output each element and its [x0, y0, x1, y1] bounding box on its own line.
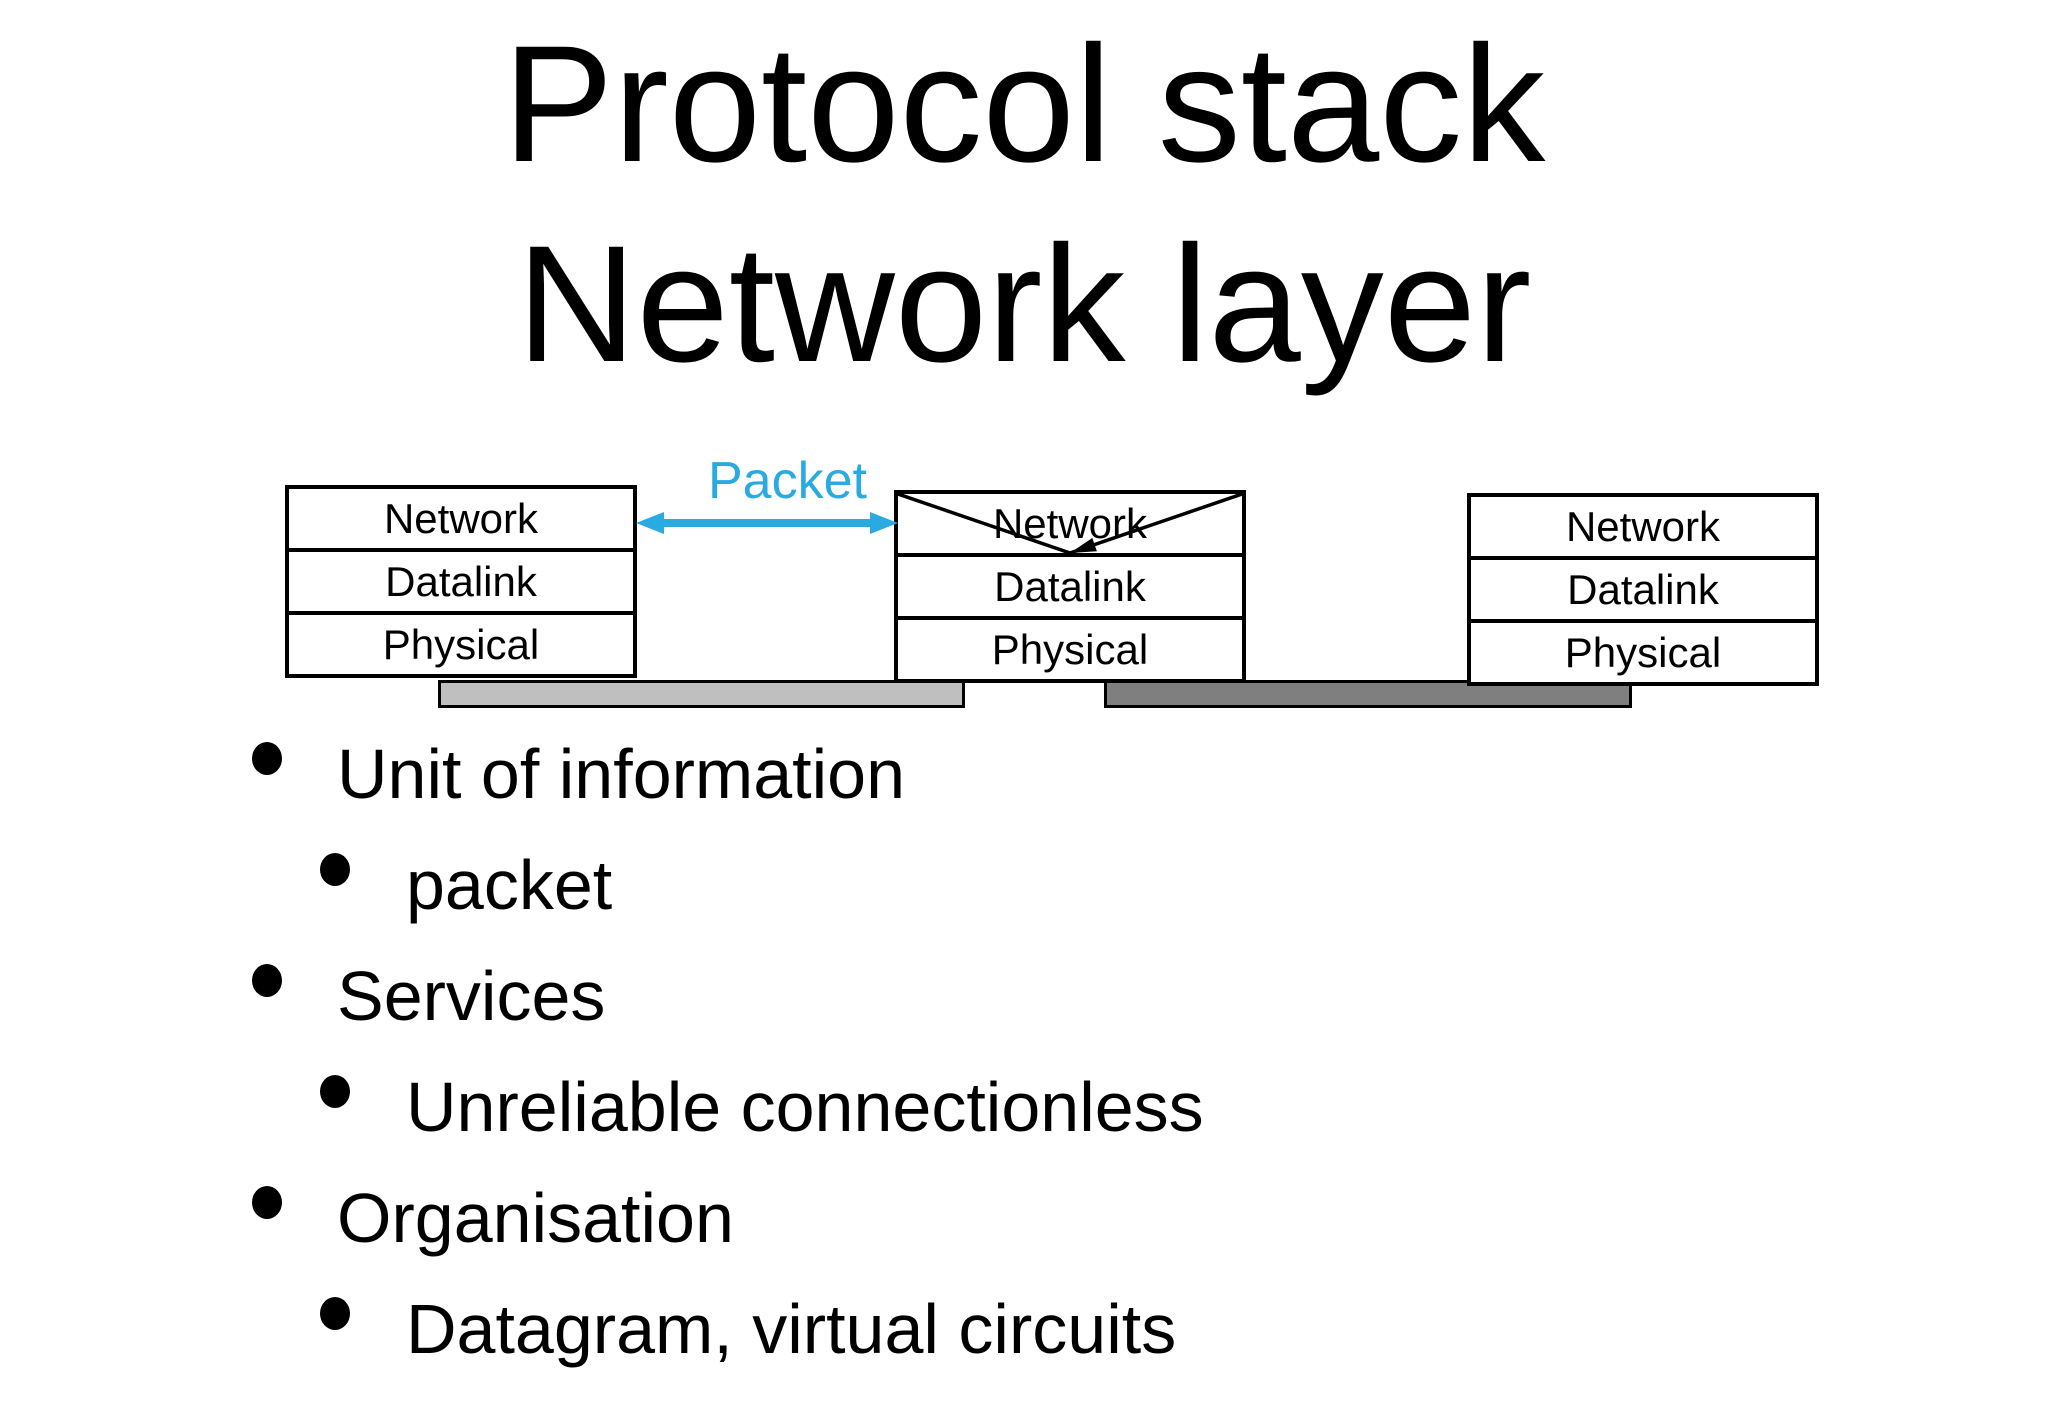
packet-label: Packet	[708, 452, 867, 510]
bullet-item-unit-of-information: Unit of information	[252, 734, 905, 814]
bullet-item-unreliable-connectionless: Unreliable connectionless	[320, 1067, 1204, 1147]
slide-title: Protocol stack Network layer	[0, 5, 2048, 405]
title-line-1: Protocol stack	[502, 12, 1546, 197]
bullet-item-datagram-virtual-circuits: Datagram, virtual circuits	[320, 1289, 1176, 1369]
bullet-text: Unreliable connectionless	[406, 1068, 1204, 1146]
protocol-stack-right: Network Datalink Physical	[1467, 493, 1819, 686]
bullet-dot	[252, 741, 282, 775]
layer-label: Datalink	[385, 557, 537, 605]
layer-datalink: Datalink	[894, 553, 1246, 620]
layer-physical: Physical	[285, 611, 637, 678]
bullet-text: Organisation	[337, 1179, 734, 1257]
envelope-icon	[898, 494, 1242, 553]
layer-label: Network	[383, 494, 539, 542]
packet-arrow-icon	[636, 512, 898, 534]
bullet-dot	[320, 1074, 350, 1108]
bullet-dot	[252, 1185, 282, 1219]
bullet-dot	[320, 852, 350, 886]
bullet-text: packet	[406, 846, 613, 924]
layer-datalink: Datalink	[285, 548, 637, 615]
bullet-dot	[320, 1296, 350, 1330]
layer-physical: Physical	[1467, 619, 1819, 686]
layer-network: Network	[894, 490, 1246, 557]
protocol-stack-middle: Network Datalink Physical	[894, 490, 1246, 683]
layer-network: Network	[1467, 493, 1819, 560]
layer-datalink: Datalink	[1467, 556, 1819, 623]
layer-label: Network	[1565, 502, 1721, 550]
layer-label: Datalink	[994, 562, 1146, 610]
bullet-item-services: Services	[252, 956, 605, 1036]
title-line-2: Network layer	[516, 212, 1532, 397]
layer-label: Physical	[382, 620, 540, 668]
bullet-dot	[252, 963, 282, 997]
layer-label: Physical	[991, 625, 1149, 673]
layer-network: Network	[285, 485, 637, 552]
layer-label: Network	[992, 499, 1148, 547]
bullet-item-organisation: Organisation	[252, 1178, 734, 1258]
bullet-item-packet: packet	[320, 845, 612, 925]
bullet-text: Unit of information	[337, 735, 906, 813]
layer-label: Physical	[1564, 628, 1722, 676]
layer-physical: Physical	[894, 616, 1246, 683]
bullet-text: Datagram, virtual circuits	[406, 1290, 1177, 1368]
protocol-stack-left: Network Datalink Physical	[285, 485, 637, 678]
physical-link-bar-left	[438, 680, 965, 708]
layer-label: Datalink	[1567, 565, 1719, 613]
bullet-text: Services	[337, 957, 606, 1035]
